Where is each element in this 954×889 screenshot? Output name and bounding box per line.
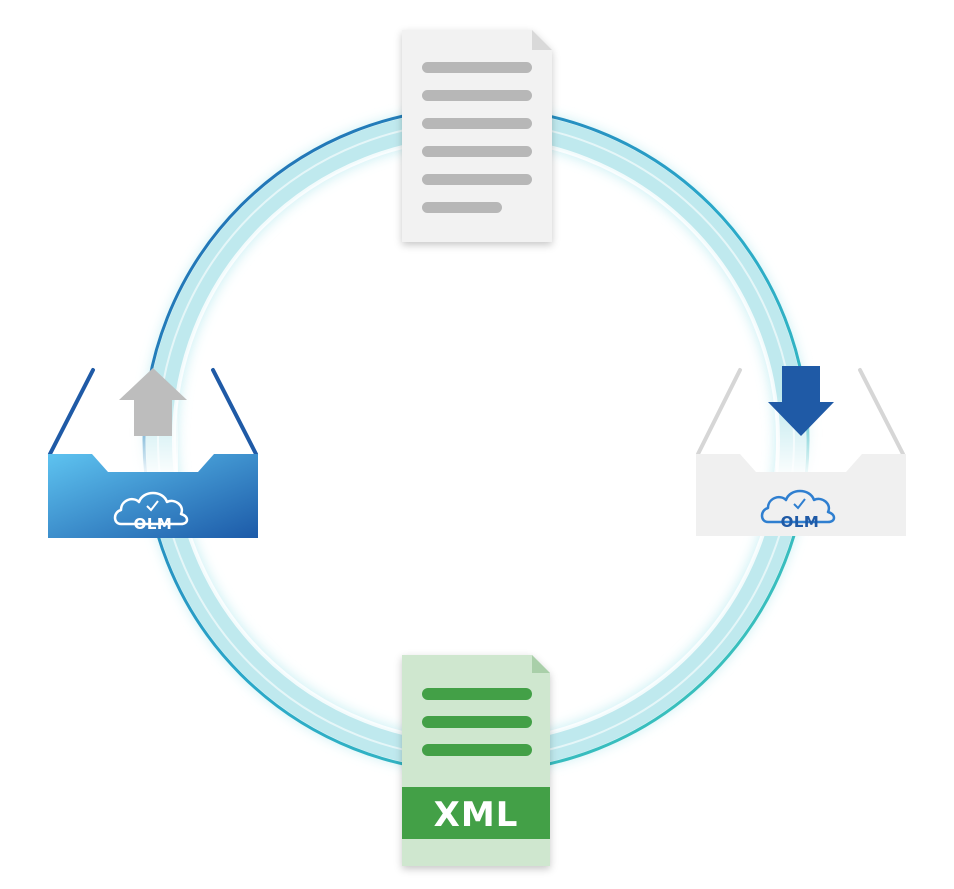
download-arrow-icon [768,366,834,436]
download-tray-icon [696,454,906,536]
source-document-node [402,30,552,242]
cloud-icon [113,491,189,526]
upload-arrow-icon [119,368,187,436]
checkmark-icon [793,498,806,510]
olm-logo: OLM [113,491,189,533]
document-corner-fold [532,30,552,50]
tray-right-wall [211,368,258,456]
tray-right-wall [858,368,905,456]
upload-tray-icon [48,454,258,538]
tray-left-wall [48,368,95,456]
tray-left-wall [696,368,742,456]
olm-logo: OLM [760,489,836,531]
xml-label-band [402,787,550,839]
document-text-lines [422,62,532,213]
xml-file-corner-fold [532,655,550,673]
document-icon [402,30,552,242]
olm-logo-text: OLM [781,513,820,531]
xml-label: XML [434,795,519,835]
olm-export-tray-node: OLM [48,368,258,538]
cloud-icon [760,489,836,524]
olm-import-tray-node: OLM [696,366,906,536]
checkmark-icon [146,500,159,512]
olm-logo-text: OLM [134,515,173,533]
xml-text-lines [422,688,532,756]
